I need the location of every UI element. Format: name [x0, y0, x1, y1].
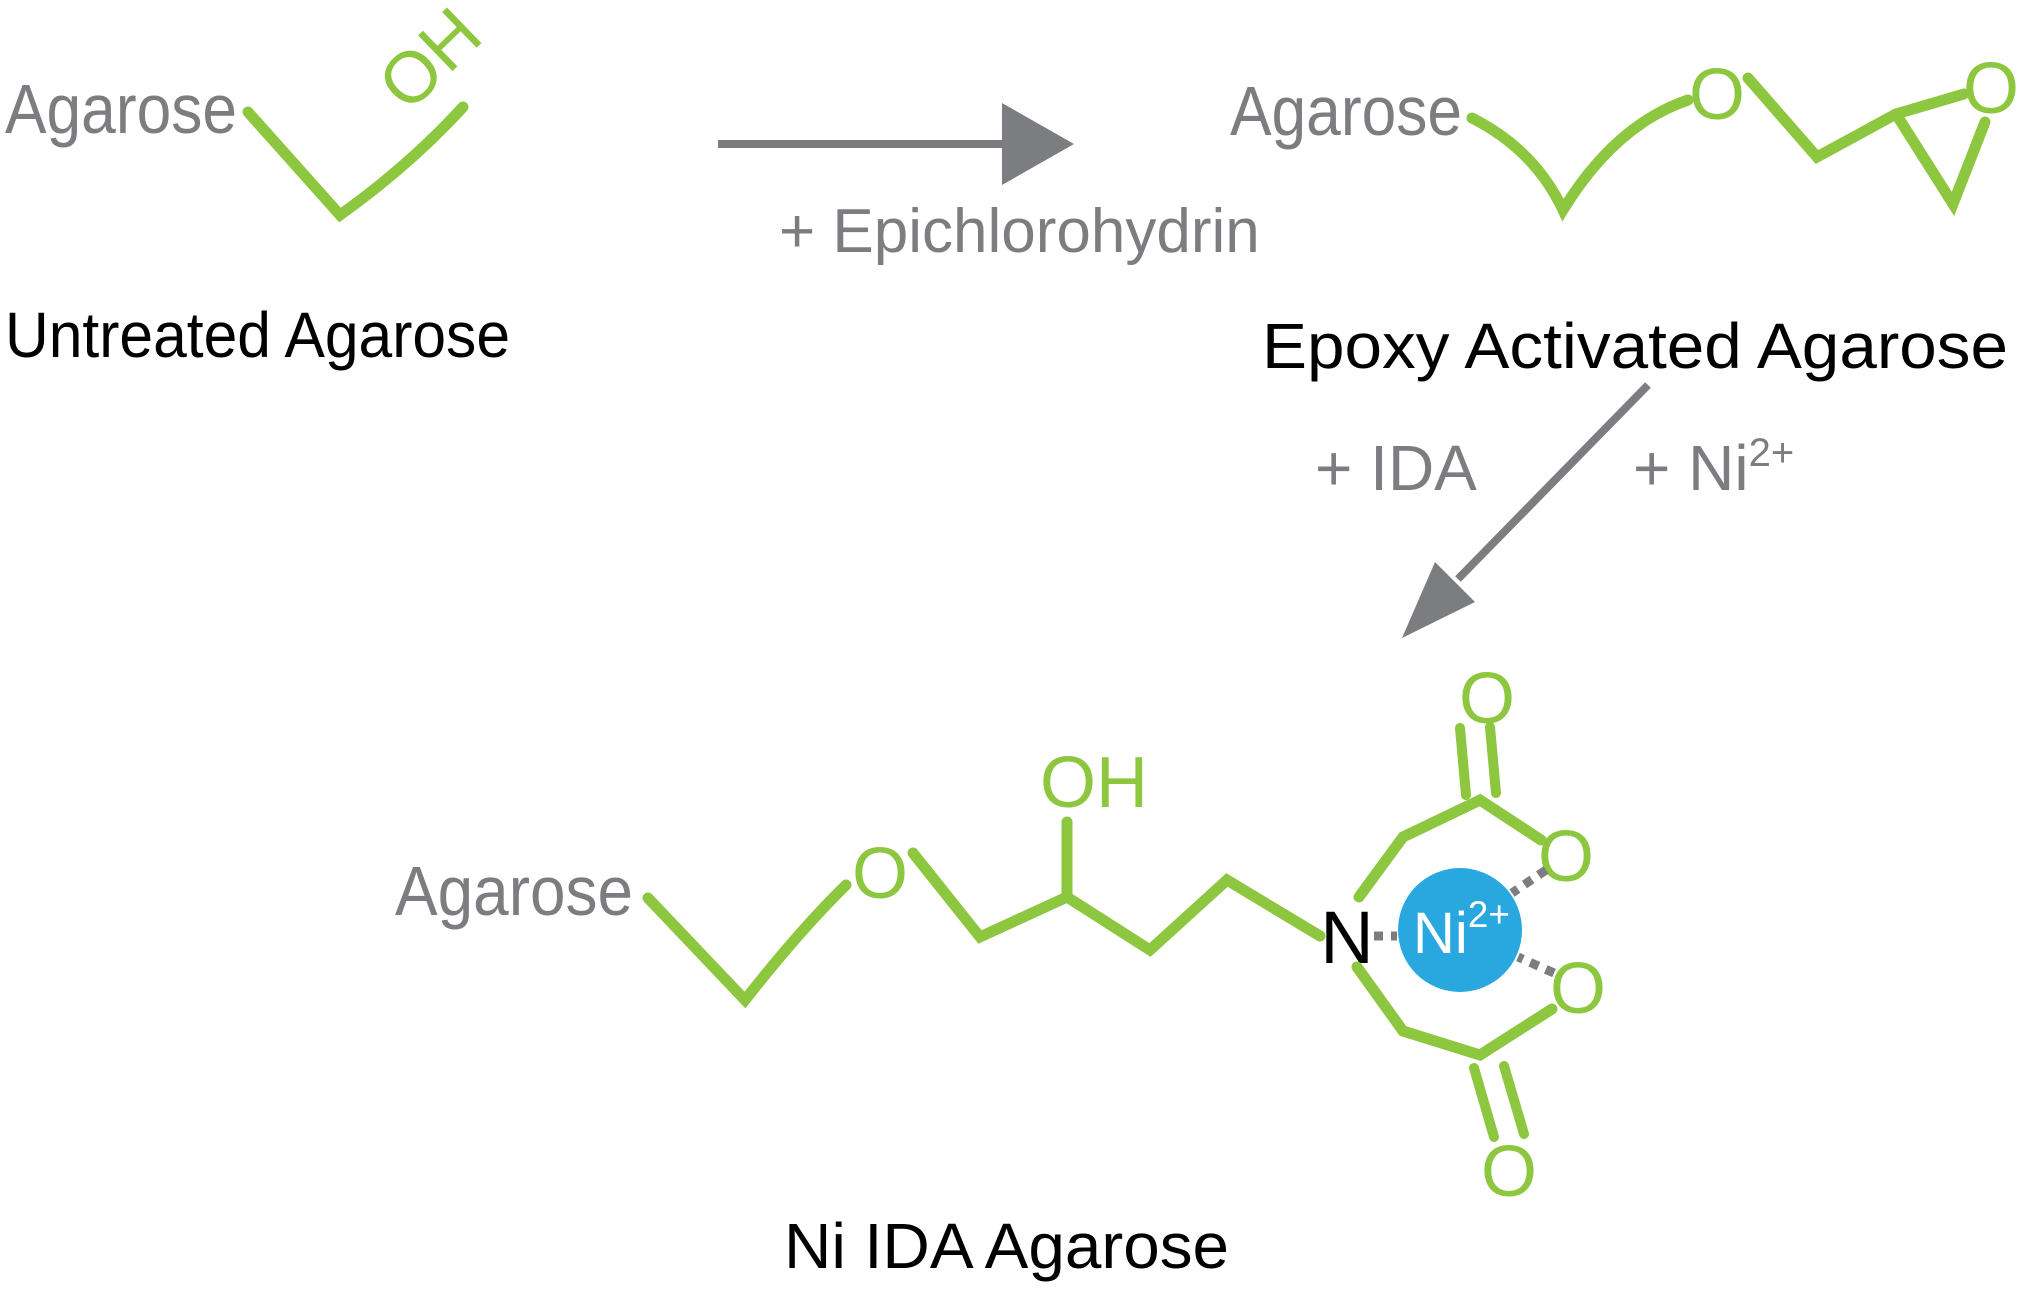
coordination-bond-o-top-ni — [1509, 866, 1549, 897]
reaction-arrow-down-head — [1402, 562, 1475, 638]
agarose-chain-3-left — [642, 879, 852, 1009]
nickel-ion-circle — [1398, 868, 1522, 992]
nickel-ion-label: Ni2+ — [1413, 894, 1510, 966]
ni-ida-agarose-caption: Ni IDA Agarose — [784, 1210, 1229, 1282]
epoxy-agarose-caption: Epoxy Activated Agarose — [1262, 310, 2008, 382]
agarose-chain-1 — [242, 101, 469, 223]
hydroxyl-label-2: OH — [1040, 743, 1148, 823]
reaction-arrow-down-shaft — [1455, 382, 1651, 582]
nickel-reagent-base: + Ni — [1633, 432, 1749, 504]
epoxide-oxygen-label: O — [1963, 49, 2019, 129]
agarose-chain-2-right — [1742, 72, 1970, 164]
ether-oxygen-label-1: O — [1689, 55, 1745, 135]
ida-reagent-label: + IDA — [1315, 432, 1477, 504]
nickel-reagent-label: + Ni2+ — [1633, 431, 1794, 504]
ida-top-arm — [1353, 793, 1547, 903]
agarose-label-2: Agarose — [1230, 72, 1462, 150]
untreated-agarose-caption: Untreated Agarose — [5, 299, 510, 371]
agarose-chain-3-right — [907, 847, 1326, 957]
nickel-reagent-superscript: 2+ — [1749, 431, 1795, 475]
agarose-label-1: Agarose — [5, 70, 237, 148]
carbonyl-double-bond-top — [1455, 722, 1501, 800]
epoxide-ring — [1890, 108, 1991, 217]
carboxylate-bottom-single-oxygen-label: O — [1550, 949, 1606, 1029]
nitrogen-label: N — [1320, 896, 1373, 979]
carboxylate-bottom-double-oxygen-label: O — [1481, 1132, 1537, 1212]
reaction-arrow-right-head — [1002, 103, 1074, 185]
coordination-bond-o-bottom-ni — [1516, 952, 1556, 978]
carboxylate-top-single-oxygen-label: O — [1538, 817, 1594, 897]
ida-bottom-arm — [1351, 961, 1558, 1062]
epichlorohydrin-label: + Epichlorohydrin — [779, 197, 1260, 266]
carbonyl-double-bond-bottom — [1469, 1061, 1529, 1142]
agarose-chain-2-left — [1466, 94, 1694, 222]
carboxylate-top-double-oxygen-label: O — [1459, 659, 1515, 739]
nickel-ion-superscript: 2+ — [1468, 894, 1510, 935]
hydroxyl-label-1: OH — [364, 0, 497, 126]
ether-oxygen-label-2: O — [852, 834, 908, 914]
nickel-ion-base: Ni — [1413, 901, 1468, 966]
agarose-label-3: Agarose — [395, 852, 633, 930]
